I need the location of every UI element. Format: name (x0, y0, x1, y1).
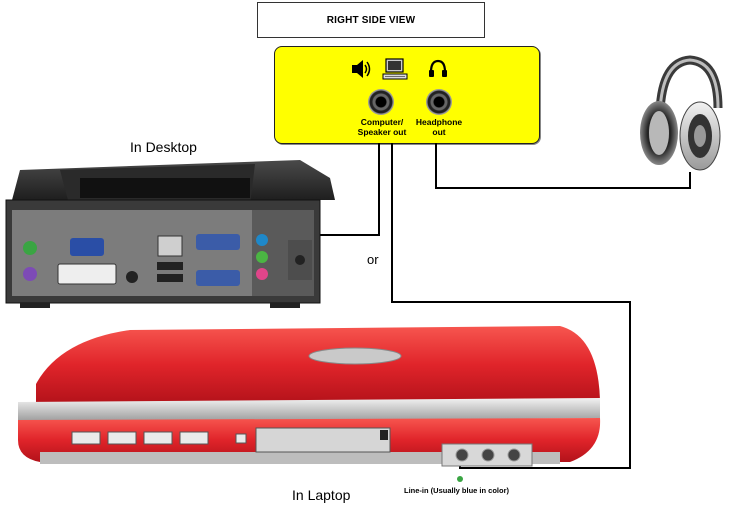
jack2-label-line1: Headphone (415, 117, 463, 127)
jack1-label-line1: Computer/ (360, 117, 404, 127)
title-box: RIGHT SIDE VIEW (257, 2, 485, 38)
cable-to-headphones (435, 143, 691, 189)
headphone-icon (429, 59, 447, 77)
jack2-label-line2: out (432, 127, 446, 137)
connector-panel: Computer/ Speaker out Headphone out (274, 46, 540, 144)
or-label: or (367, 252, 379, 267)
laptop-caption: In Laptop (292, 487, 351, 503)
jack2-label: Headphone out (413, 117, 465, 137)
desktop-computer (5, 160, 335, 308)
computer-icon (382, 58, 408, 80)
line-in-label: Line-in (Usually blue in color) (404, 486, 510, 495)
speaker-icon (352, 60, 371, 78)
diagram-title: RIGHT SIDE VIEW (326, 14, 416, 26)
laptop-image (18, 326, 601, 482)
cable-to-desktop (300, 143, 380, 236)
speaker-out-jack (368, 89, 394, 115)
headphones-image (640, 55, 723, 171)
jack1-label-line2: Speaker out (357, 127, 407, 137)
headphone-out-jack (426, 89, 452, 115)
jack1-label: Computer/ Speaker out (353, 117, 411, 137)
desktop-caption: In Desktop (130, 139, 197, 155)
